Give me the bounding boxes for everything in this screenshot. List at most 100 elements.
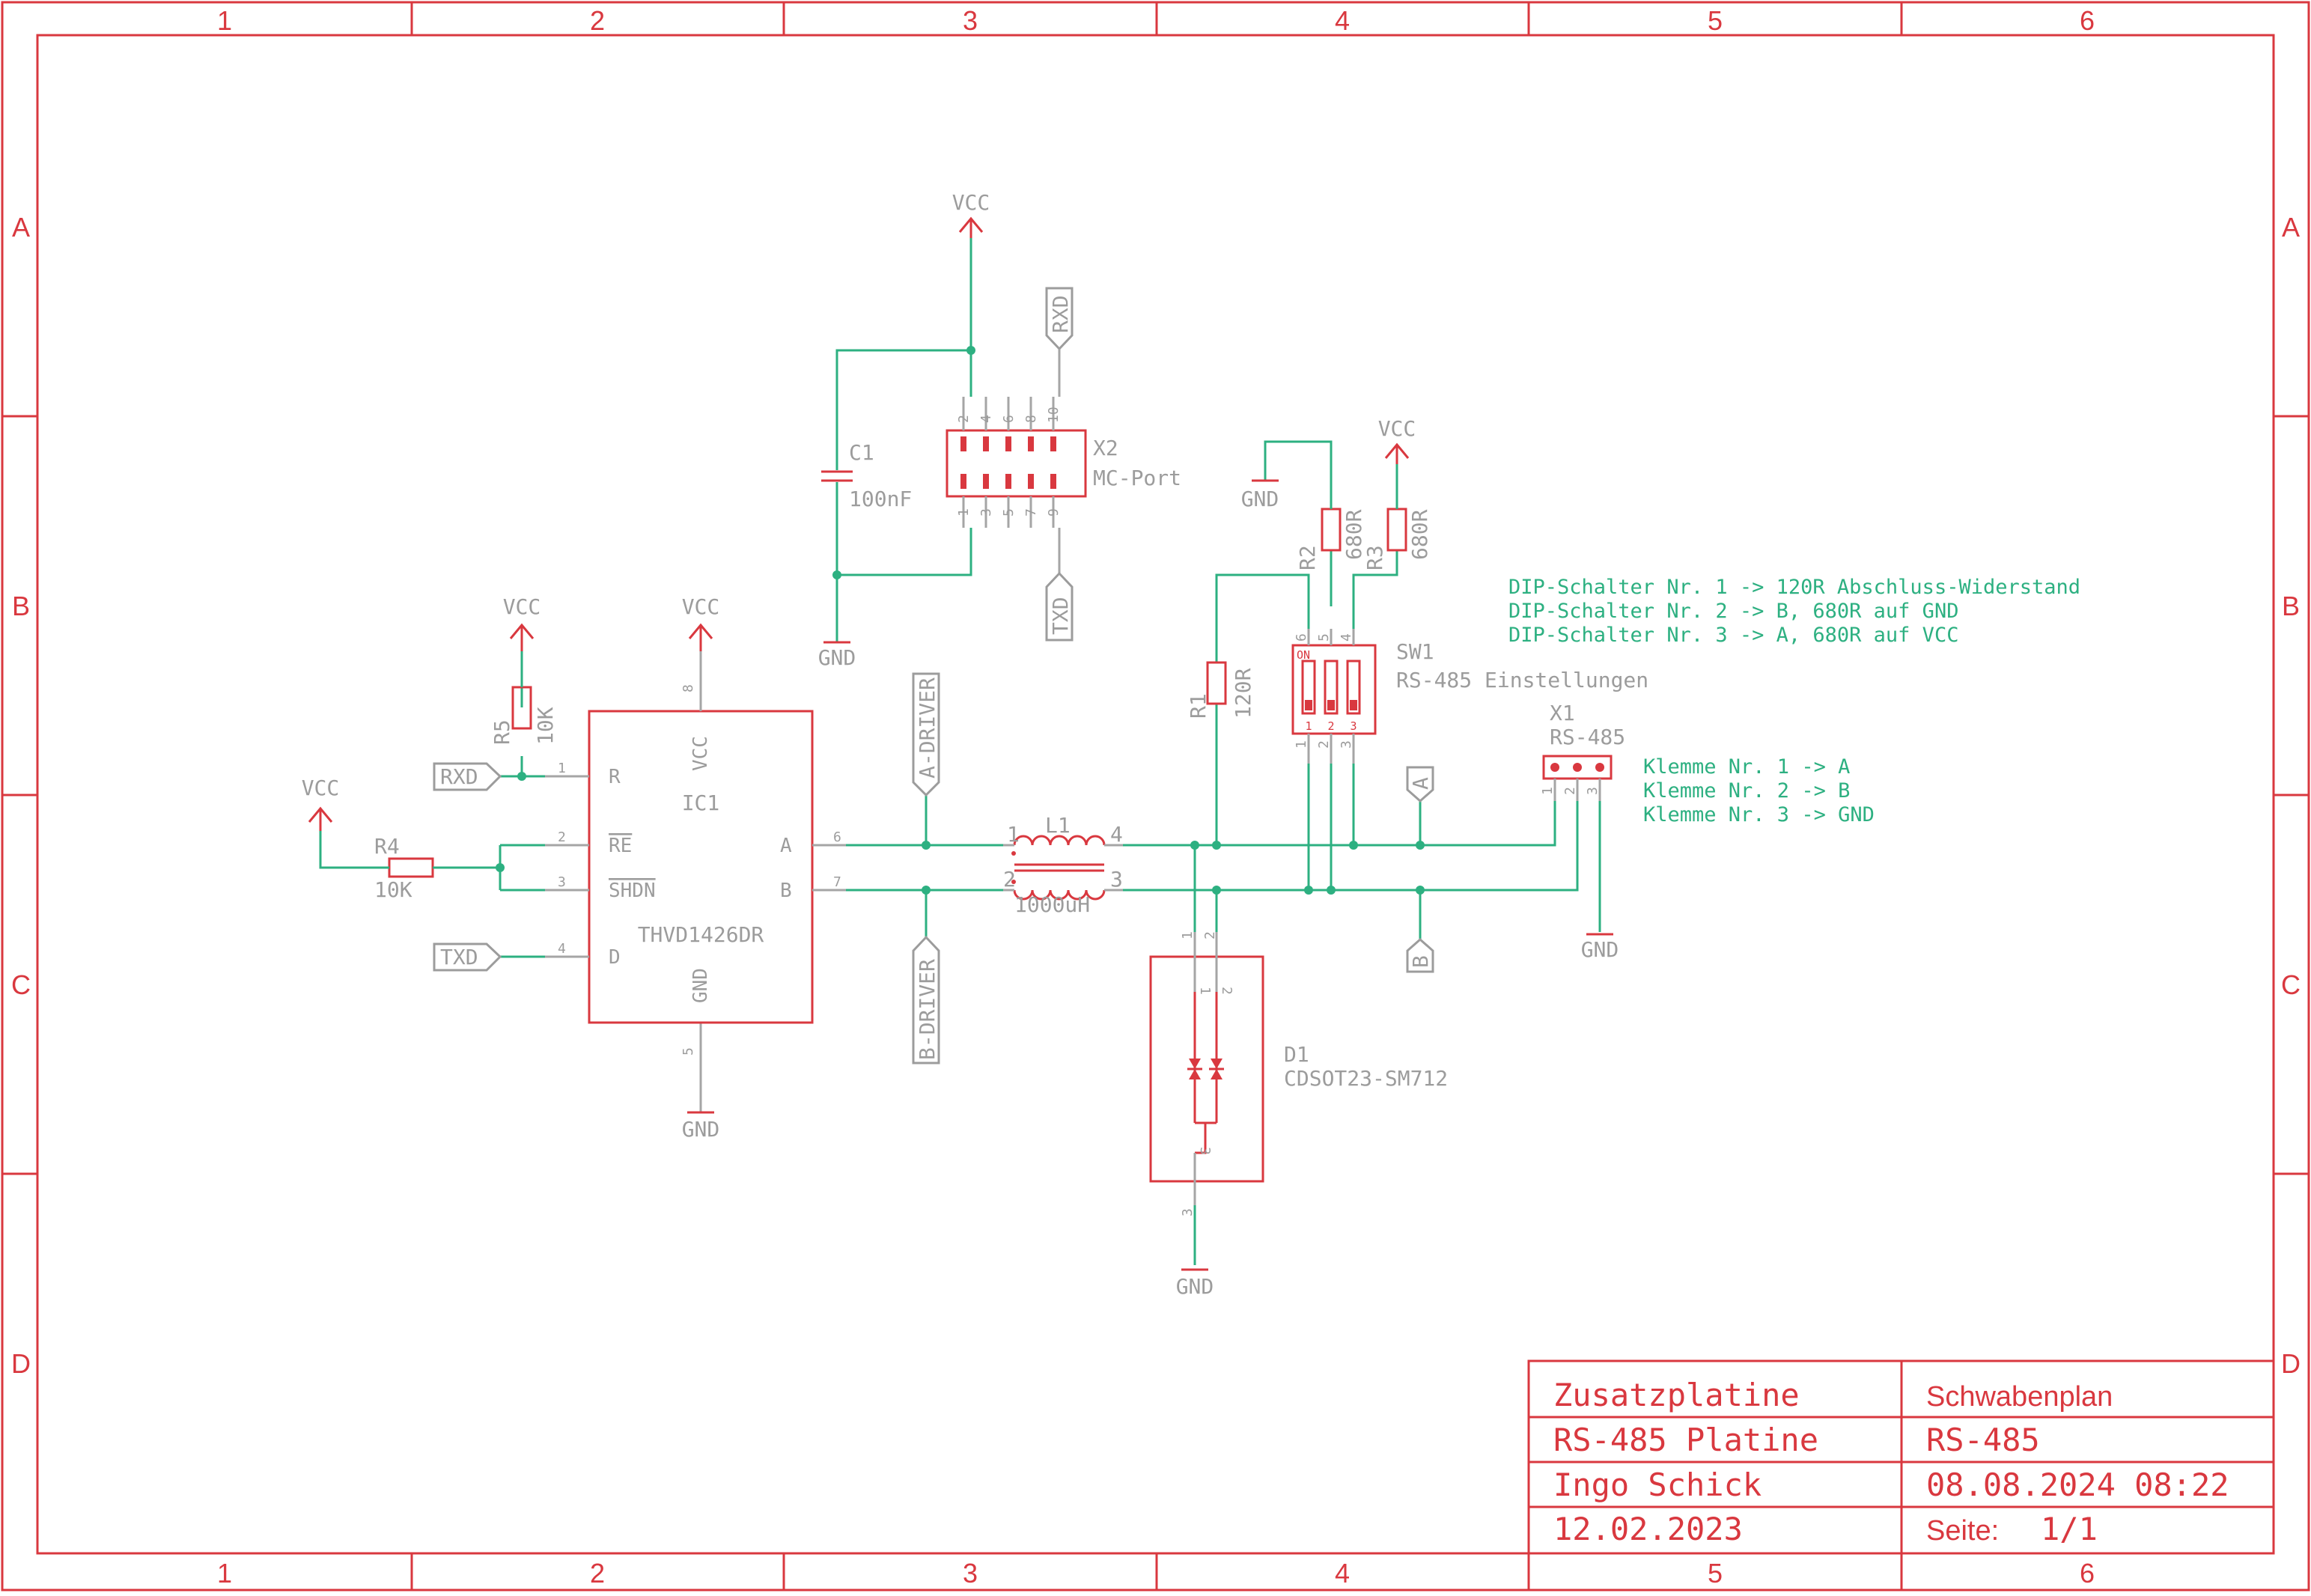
row-label-c-right: C [2281, 969, 2301, 1000]
r1-value: 120R [1231, 668, 1255, 719]
txd-label: TXD [1048, 597, 1073, 635]
sw1-ref: SW1 [1396, 639, 1434, 664]
title-block-title: Zusatzplatine [1553, 1377, 1800, 1413]
ic1-pin-num-5: 5 [680, 1047, 696, 1056]
d1-pin-2-inner: 2 [1219, 987, 1234, 995]
x2-value: MC-Port [1093, 466, 1181, 490]
title-block: Zusatzplatine RS-485 Platine Ingo Schick… [1527, 1359, 2275, 1555]
vcc-label: VCC [952, 190, 990, 215]
d1-pin-2-outer: 2 [1202, 931, 1218, 939]
column-label-5: 5 [1708, 5, 1723, 36]
resistor-r2[interactable]: R2 680R [1295, 490, 1366, 570]
sw1-pin-3: 3 [1339, 740, 1354, 749]
vcc-label: VCC [1378, 416, 1416, 441]
wires [319, 238, 1601, 1265]
d1-value: CDSOT23-SM712 [1284, 1066, 1448, 1091]
title-block-project: RS-485 [1926, 1422, 2040, 1458]
capacitor-c1[interactable]: C1 100nF [821, 440, 912, 511]
gnd-symbol-ic1: GND [682, 1023, 719, 1142]
r1-ref: R1 [1186, 693, 1211, 719]
row-label-a: A [12, 212, 30, 243]
resistor-r1[interactable]: R1 120R [1186, 661, 1255, 719]
column-label-5-bottom: 5 [1708, 1558, 1723, 1589]
dip-note-1: DIP-Schalter Nr. 1 -> 120R Abschluss-Wid… [1508, 576, 2080, 599]
ic1-pin-r: R [609, 766, 621, 788]
ic1-pin-b: B [780, 880, 792, 902]
sw1-switch-2: 2 [1327, 719, 1334, 733]
vcc-label: VCC [682, 594, 720, 619]
junctions [496, 346, 1425, 895]
resistor-r4[interactable]: R4 10K [374, 834, 460, 902]
row-label-d-right: D [2281, 1348, 2301, 1379]
vcc-symbol-ic1: VCC [682, 594, 720, 651]
dip-note-2: DIP-Schalter Nr. 2 -> B, 680R auf GND [1508, 600, 1958, 623]
ic1-ref: IC1 [682, 791, 720, 815]
x1-value: RS-485 [1550, 725, 1625, 749]
ic1-pin-a: A [780, 835, 792, 857]
klemme-note-1: Klemme Nr. 1 -> A [1643, 755, 1850, 779]
ic1-pin-num-6: 6 [833, 829, 841, 845]
klemme-note-2: Klemme Nr. 2 -> B [1643, 779, 1850, 802]
ic1-value: THVD1426DR [638, 922, 764, 947]
ic1-pin-re: RE [609, 835, 632, 857]
d1-ref: D1 [1284, 1042, 1309, 1067]
port-b-driver: B-DRIVER [912, 935, 940, 1064]
resistor-r5[interactable]: R5 10K [490, 651, 558, 745]
common-mode-choke-l1[interactable]: 1 2 3 4 L1 1000uH [1003, 813, 1123, 917]
dip-switch-sw1[interactable]: ON 1 2 3 6 5 4 1 2 3 SW1 RS-485 Einstell… [1291, 629, 1648, 764]
title-block-page-value: 1/1 [2041, 1511, 2098, 1547]
d1-pin-1-inner: 1 [1197, 987, 1213, 995]
ic1-pin-num-1: 1 [558, 761, 566, 776]
connector-x2[interactable]: 2 4 6 8 10 1 3 5 7 9 X2 MC-Port [946, 397, 1181, 528]
ic1-pin-shdn: SHDN [609, 880, 656, 902]
column-label-2-bottom: 2 [590, 1558, 605, 1589]
x1-pin-3: 3 [1585, 787, 1601, 795]
column-label-3-bottom: 3 [963, 1558, 978, 1589]
vcc-label: VCC [302, 776, 340, 800]
b-driver-label: B-DRIVER [915, 959, 940, 1060]
port-rxd-ic1: RXD [433, 762, 502, 791]
vcc-symbol-mcport: VCC [952, 190, 990, 238]
ic1-pin-vcc: VCC [689, 736, 712, 771]
d1-pin-3-outer: 3 [1180, 1208, 1196, 1216]
column-label-3: 3 [963, 5, 978, 36]
r3-value: 680R [1407, 509, 1432, 560]
vcc-symbol-r4: VCC [302, 776, 340, 831]
row-label-b-right: B [2282, 591, 2300, 621]
sw1-switch-3: 3 [1350, 719, 1357, 733]
x2-pin-1: 1 [956, 508, 972, 517]
row-label-d: D [11, 1348, 31, 1379]
dip-switch-notes: DIP-Schalter Nr. 1 -> 120R Abschluss-Wid… [1508, 576, 2080, 647]
port-a-label: A [1408, 777, 1433, 790]
ic1-pin-num-8: 8 [680, 684, 696, 692]
r2-ref: R2 [1295, 545, 1320, 570]
x2-pin-2: 2 [956, 415, 972, 423]
column-label-4-bottom: 4 [1335, 1558, 1350, 1589]
port-b: B [1406, 937, 1434, 973]
title-block-date: 12.02.2023 [1553, 1511, 1743, 1547]
r3-ref: R3 [1362, 545, 1387, 570]
sw1-on-label: ON [1297, 648, 1310, 662]
ic1-pin-num-7: 7 [833, 874, 841, 890]
transceiver-ic1[interactable]: 8 1 2 3 4 5 6 7 VCC R RE SHDN D GND A B … [522, 651, 846, 1056]
resistor-r3[interactable]: R3 680R [1362, 490, 1432, 570]
gnd-label: GND [1241, 487, 1279, 511]
gnd-symbol-r2: GND [1241, 479, 1279, 511]
sw1-value: RS-485 Einstellungen [1396, 668, 1648, 692]
x2-pin-7: 7 [1023, 508, 1039, 517]
sw1-switch-1: 1 [1305, 719, 1312, 733]
column-label-1-bottom: 1 [217, 1558, 232, 1589]
tvs-diode-d1[interactable]: 1 2 1 2 3 3 D1 CDSOT23-SM712 [1149, 931, 1448, 1216]
row-label-c: C [11, 969, 31, 1000]
gnd-label: GND [1176, 1274, 1214, 1299]
x2-pin-5: 5 [1001, 508, 1017, 517]
terminal-x1[interactable]: 1 2 3 X1 RS-485 [1540, 701, 1625, 801]
ic1-pin-num-3: 3 [558, 874, 566, 890]
r5-value: 10K [533, 707, 558, 745]
column-label-2: 2 [590, 5, 605, 36]
title-block-company: Schwabenplan [1926, 1381, 2113, 1413]
title-block-timestamp: 08.08.2024 08:22 [1926, 1466, 2229, 1503]
gnd-label: GND [1581, 937, 1619, 962]
r4-value: 10K [374, 877, 412, 902]
